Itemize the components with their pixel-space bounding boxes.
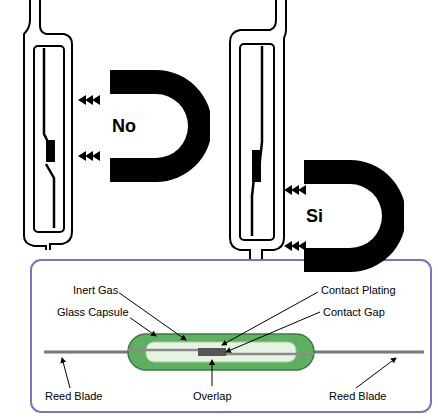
open-reed-switch [24,0,72,250]
part-label: Contact Gap [322,306,386,319]
part-label: Glass Capsule [56,306,130,319]
part-label: Inert Gas [72,284,119,297]
u-magnet: Si [304,160,404,272]
glass-capsule-photo [128,334,314,370]
contact [46,140,55,162]
closed-reed-switch [230,0,286,262]
magnet-label: Si [306,206,323,227]
photo-panel [31,260,431,412]
part-label: Overlap [192,390,233,403]
u-magnet: No [110,70,210,182]
part-label: Reed Blade [44,390,104,403]
contact [252,150,261,182]
part-label: Contact Plating [320,284,397,297]
part-label: Reed Blade [328,390,388,403]
magnet-label: No [112,116,136,137]
